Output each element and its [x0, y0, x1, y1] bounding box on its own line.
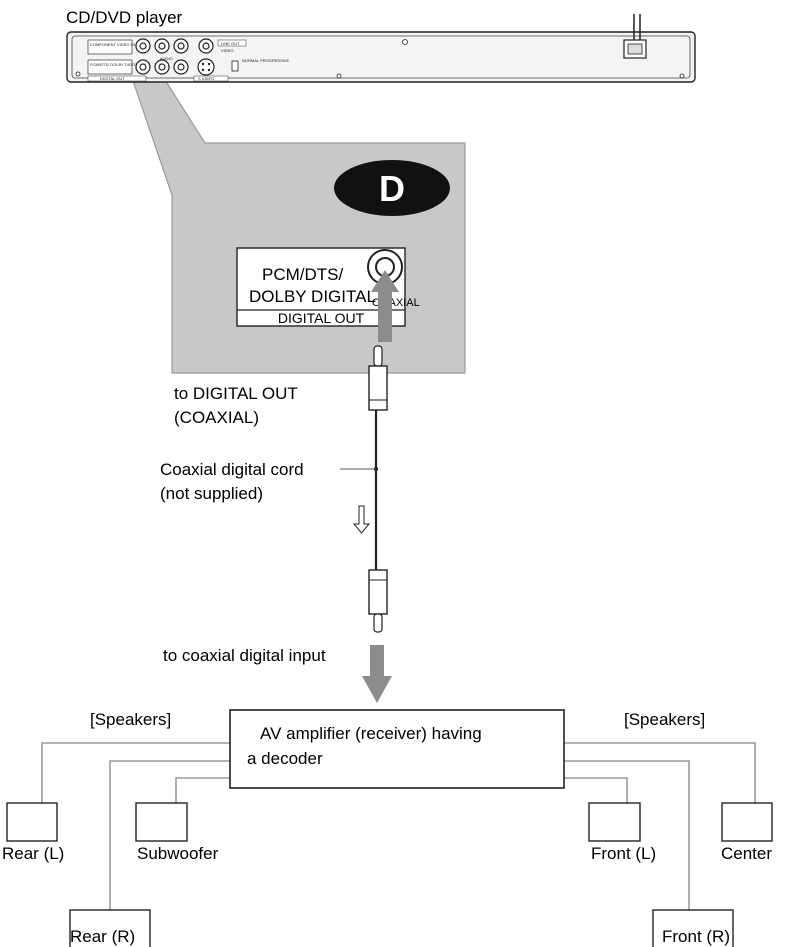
- panel-label-component: COMPONENT VIDEO OUT: [90, 42, 140, 47]
- speaker-rear-r: Rear (R): [69, 909, 151, 947]
- panel-label-s-video: S VIDEO: [198, 76, 214, 81]
- component-video-jacks: [135, 38, 189, 54]
- speakers-group-right: [Speakers]: [624, 710, 705, 729]
- input-arrow: [362, 645, 392, 703]
- digital-out-jack-detail: PCM/DTS/ DOLBY DIGITAL COAXIAL DIGITAL O…: [236, 247, 420, 327]
- panel-label-line-out: LINE OUT: [221, 41, 240, 46]
- speaker-label-center: Center: [721, 844, 772, 863]
- panel-screws: [75, 39, 685, 79]
- to-digital-out-label-1: to DIGITAL OUT: [174, 384, 298, 403]
- speakers-group-left: [Speakers]: [90, 710, 171, 729]
- speaker-label-front-l: Front (L): [591, 844, 656, 863]
- player-title: CD/DVD player: [66, 8, 183, 27]
- insert-arrow: [371, 270, 399, 342]
- player-rear-panel: COMPONENT VIDEO OUT PCM/DTS/ DOLBY DIGIT…: [66, 14, 696, 83]
- power-connector: [623, 14, 647, 59]
- jack-label-line2: DOLBY DIGITAL: [249, 287, 376, 306]
- panel-label-pcm: PCM/DTS/ DOLBY DIGITAL: [90, 62, 141, 67]
- speaker-label-front-r: Front (R): [662, 927, 730, 946]
- badge-letter: D: [379, 168, 405, 209]
- panel-label-progressive: NORMAL PROGRESSIVE: [242, 58, 290, 63]
- cord-label-2: (not supplied): [160, 484, 263, 503]
- coaxial-cord: [368, 345, 388, 633]
- speaker-label-subwoofer: Subwoofer: [137, 844, 219, 863]
- panel-label-video: VIDEO: [221, 48, 233, 53]
- line-out-audio-jacks: [154, 59, 189, 75]
- panel-label-audio: AUDIO: [160, 56, 173, 61]
- speaker-wires: [41, 742, 756, 910]
- line-out-video-jack: [198, 38, 214, 54]
- speaker-front-l: Front (L): [588, 802, 656, 863]
- speaker-rear-l: Rear (L): [2, 802, 64, 863]
- callout-panel: [129, 71, 466, 374]
- to-digital-out-label-2: (COAXIAL): [174, 408, 259, 427]
- speaker-subwoofer: Subwoofer: [135, 802, 219, 863]
- digital-out-label: DIGITAL OUT: [278, 310, 365, 326]
- s-video-jack: [197, 58, 215, 76]
- speaker-front-r: Front (R): [652, 909, 734, 947]
- player-coaxial-jack: [135, 59, 151, 75]
- amplifier-label-1: AV amplifier (receiver) having: [260, 724, 482, 743]
- speaker-center: Center: [721, 802, 773, 863]
- jack-label-line1: PCM/DTS/: [262, 265, 344, 284]
- speaker-label-rear-l: Rear (L): [2, 844, 64, 863]
- av-amplifier-box: [229, 709, 565, 789]
- cord-label-1: Coaxial digital cord: [160, 460, 304, 479]
- signal-flow-arrow: [352, 505, 371, 534]
- amplifier-label-2: a decoder: [247, 749, 323, 768]
- to-input-label: to coaxial digital input: [163, 646, 326, 665]
- connection-badge: D: [334, 160, 450, 216]
- panel-label-digital-out: DIGITAL OUT: [100, 76, 125, 81]
- speaker-label-rear-r: Rear (R): [70, 927, 135, 946]
